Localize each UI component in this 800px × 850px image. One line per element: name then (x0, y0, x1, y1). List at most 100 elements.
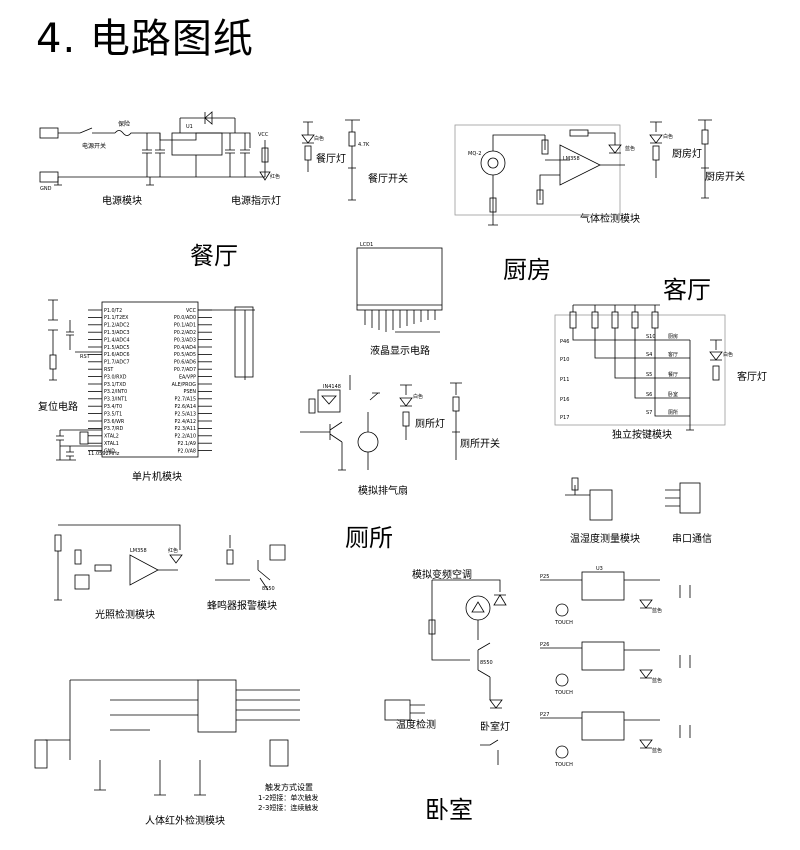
mcu-pin-label-left: GND (104, 448, 115, 454)
mcu-pin-label-left: RST (104, 367, 113, 373)
mcu-pin-label-right: P0.5/AD5 (174, 352, 196, 358)
mcu-pin-label-left: P3.2/INT0 (104, 389, 127, 395)
caption-power-led: 电源指示灯 (231, 196, 281, 207)
mcu-pin-label-right: ALE/PROG (172, 382, 197, 388)
key-label-0: 厨房 (668, 333, 678, 340)
label-red-led: 红色 (270, 173, 280, 180)
room-label-bedroom: 卧室 (425, 796, 473, 824)
mcu-pin-label-left: XTAL2 (104, 434, 119, 440)
label-white-kitchen: 白色 (663, 133, 673, 140)
lcd-display (356, 247, 443, 333)
caption-trigger-1: 1-2短接：单次触发 (258, 794, 319, 802)
toilet-light-circuit (399, 382, 462, 460)
mcu-pin-label-left: P1.4/ADC4 (104, 337, 130, 343)
fan-circuit (300, 375, 380, 471)
label-blue-3: 蓝色 (652, 747, 662, 754)
caption-gas-module: 气体检测模块 (580, 214, 640, 225)
key-port-1: P10 (560, 357, 569, 363)
mcu-pin-label-right: P0.0/AD0 (174, 315, 196, 321)
caption-dining-light: 餐厅灯 (316, 154, 346, 165)
caption-reset: 复位电路 (38, 402, 78, 413)
pir-module (34, 679, 300, 796)
key-port-4: P17 (560, 415, 569, 421)
key-switch-1: S4 (646, 352, 652, 358)
mcu-pin-label-left: P3.4/T0 (104, 404, 122, 410)
mcu-pin-label-right: EA/VPP (179, 374, 196, 380)
mcu-pin-label-right: P2.3/A11 (174, 426, 196, 432)
label-touch-3: TOUCH (554, 762, 573, 768)
mcu-pin-label-left: P1.1/T2EX (104, 315, 129, 321)
ac-module (428, 579, 507, 700)
mcu-chip (101, 301, 255, 458)
caption-toilet-switch: 厕所开关 (460, 439, 500, 450)
caption-living-light: 客厅灯 (737, 372, 767, 383)
mcu-pin-label-right: VCC (186, 308, 197, 314)
mcu-pin-label-left: P3.7/RD (104, 426, 123, 432)
caption-keys: 独立按键模块 (612, 430, 672, 441)
mcu-pin-label-right: P2.0/A8 (178, 448, 196, 454)
key-switch-2: S5 (646, 372, 652, 378)
touch-port-2: P27 (540, 712, 549, 718)
mcu-pin-label-right: PSEN (183, 389, 196, 395)
mcu-pin-label-right: P2.4/A12 (174, 419, 196, 425)
reset-circuit (48, 299, 102, 381)
label-white-dining: 白色 (314, 135, 324, 142)
mcu-pin-label-left: P1.0/T2 (104, 308, 122, 314)
mcu-pin-label-left: P3.1/TXD (104, 382, 126, 388)
mcu-pins-right: VCCP0.0/AD0P0.1/AD1P0.2/AD2P0.3/AD3P0.4/… (172, 308, 212, 454)
label-vcc-power: VCC (258, 132, 269, 138)
mcu-pin-label-right: P0.3/AD3 (174, 337, 196, 343)
mcu-pin-label-left: P1.3/ADC3 (104, 330, 130, 336)
page-title: 4. 电路图纸 (36, 16, 254, 62)
mcu-pins-left: P1.0/T2P1.1/T2EXP1.2/ADC2P1.3/ADC3P1.4/A… (88, 308, 130, 454)
mcu-pin-label-right: P2.5/A13 (174, 411, 196, 417)
label-blue-gas: 蓝色 (625, 145, 635, 152)
room-label-dining: 餐厅 (190, 242, 238, 270)
label-lm358-gas: LM358 (563, 156, 580, 162)
power-module (39, 111, 271, 186)
caption-humidity: 温湿度测量模块 (570, 534, 640, 545)
humidity-module (565, 477, 613, 521)
touch-modules (540, 571, 691, 759)
light-sense-module (54, 524, 183, 601)
room-label-kitchen: 厨房 (503, 256, 551, 284)
label-fuse: 保险 (118, 120, 130, 128)
label-8550-ac: 8550 (480, 660, 493, 666)
serial-module (665, 482, 701, 514)
mcu-pin-label-left: P3.6/WR (104, 419, 125, 425)
dining-light-circuit (301, 119, 360, 201)
label-in4148: IN4148 (323, 384, 341, 390)
key-port-2: P11 (560, 377, 569, 383)
mcu-pin-label-left: P3.3/INT1 (104, 397, 127, 403)
bedroom-light-circuit (384, 699, 503, 765)
caption-toilet-light: 厕所灯 (415, 419, 445, 430)
caption-trigger: 触发方式设置 (265, 783, 313, 792)
label-blue-1: 蓝色 (652, 607, 662, 614)
mcu-pin-label-right: P0.2/AD2 (174, 330, 196, 336)
caption-kitchen-switch: 厨房开关 (705, 172, 745, 183)
caption-mcu: 单片机模块 (132, 472, 182, 483)
label-power-switch: 电源开关 (82, 142, 106, 150)
label-blue-2: 蓝色 (652, 677, 662, 684)
label-red-light: 红色 (168, 547, 178, 554)
mcu-pin-label-right: P0.7/AD7 (174, 367, 196, 373)
caption-serial: 串口通信 (672, 534, 712, 545)
mcu-pin-label-right: P0.6/AD6 (174, 360, 196, 366)
kitchen-light-circuit (649, 119, 712, 199)
label-touch-2: TOUCH (554, 690, 573, 696)
label-mq2: MQ-2 (468, 151, 481, 157)
mcu-pin-label-right: P2.6/A14 (174, 404, 196, 410)
key-switch-3: S6 (646, 392, 652, 398)
caption-kitchen-light: 厨房灯 (672, 149, 702, 160)
mcu-pin-label-right: P0.1/AD1 (174, 323, 196, 329)
key-port-3: P16 (560, 397, 569, 403)
label-white-living: 白色 (723, 351, 733, 358)
touch-port-1: P26 (540, 642, 549, 648)
key-label-1: 客厅 (668, 351, 678, 358)
caption-bedroom-light: 卧室灯 (480, 722, 510, 733)
label-lm358-light: LM358 (130, 548, 147, 554)
label-rst: RST (80, 354, 91, 360)
key-label-3: 卧室 (668, 391, 678, 398)
label-u3: U3 (596, 566, 603, 572)
key-label-4: 厕所 (668, 409, 678, 416)
